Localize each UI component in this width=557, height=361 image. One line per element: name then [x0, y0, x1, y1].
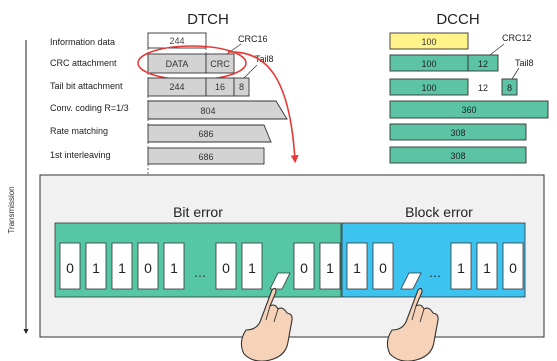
block-error-panel — [341, 222, 526, 298]
bit-error-cell — [85, 242, 107, 290]
bit-error-cell-value: 0 — [300, 260, 308, 276]
dtch-crc-crc-block — [205, 53, 235, 74]
bit-error-cell — [111, 242, 133, 290]
bit-error-error-mark — [269, 272, 291, 290]
dtch-interleave-value: 686 — [198, 152, 213, 162]
bit-error-cell — [319, 242, 341, 290]
dtch-rate-block — [147, 124, 272, 143]
block-error-title: Block error — [405, 204, 473, 220]
dcch-crc12-label: CRC12 — [502, 33, 532, 43]
bit-error-cell — [137, 242, 159, 290]
block-error-cell — [450, 242, 472, 290]
bit-error-arrow — [227, 51, 299, 164]
row-label-rate-matching: Rate matching — [50, 126, 108, 136]
dtch-conv-block — [147, 100, 288, 120]
dtch-tail-tail-block — [233, 77, 250, 97]
bit-error-cell-value: … — [194, 265, 207, 280]
dtch-tail-data-value: 244 — [169, 82, 184, 92]
bit-error-cell-value: 0 — [222, 260, 230, 276]
block-error-cell-value: … — [429, 265, 442, 280]
dcch-info-block — [389, 32, 469, 50]
dcch-interleave-value: 308 — [450, 151, 465, 161]
dcch-header: DCCH — [436, 11, 479, 28]
block-error-cell — [502, 242, 524, 290]
dcch-rate-value: 308 — [450, 128, 465, 138]
block-error-cell — [346, 242, 368, 290]
dcch-info-value: 100 — [421, 37, 436, 47]
dtch-crc-crc-label: CRC — [210, 59, 230, 69]
block-error-error-mark — [400, 272, 422, 290]
dtch-rate-value: 686 — [198, 129, 213, 139]
dcch-crc-crc-block — [467, 54, 499, 72]
bit-error-cell — [293, 242, 315, 290]
dcch-crc-data-value: 100 — [421, 59, 436, 69]
dcch-tail-crc-value: 12 — [478, 83, 488, 93]
dcch-rate-block — [389, 123, 527, 141]
dcch-tail-data-block — [389, 78, 469, 96]
row-label-tail-bit-attachment: Tail bit attachment — [50, 81, 123, 91]
dtch-tail-tail-value: 8 — [239, 82, 244, 92]
dcch-tail-tail-value: 8 — [507, 83, 512, 93]
dcch-tail-tail-block — [501, 78, 518, 96]
dtch-tail-crc-value: 16 — [215, 82, 225, 92]
dtch-tail8-label: Tail8 — [255, 54, 274, 64]
dtch-tail8-leader — [243, 64, 258, 79]
bit-error-cell-value: 1 — [170, 260, 178, 276]
dtch-conv-value: 804 — [200, 106, 215, 116]
dtch-crc16-label: CRC16 — [238, 34, 268, 44]
pointing-hand-icon — [386, 287, 439, 361]
block-error-cell-value: 0 — [509, 260, 517, 276]
dcch-interleave-block — [389, 146, 527, 164]
row-label-conv-coding: Conv. coding R=1/3 — [50, 103, 129, 113]
bit-error-cell — [215, 242, 237, 290]
transmission-label: Transmission — [7, 186, 16, 233]
dtch-crc-data-label: DATA — [166, 59, 189, 69]
dtch-header: DTCH — [187, 11, 229, 28]
dcch-crc12-leader — [489, 43, 505, 56]
bit-error-cell-value: 1 — [326, 260, 334, 276]
block-error-cell — [372, 242, 394, 290]
dtch-interleave-block — [147, 147, 265, 165]
dtch-info-value: 244 — [169, 36, 184, 46]
block-error-cell-value: 0 — [379, 260, 387, 276]
bit-error-cell-value: 1 — [248, 260, 256, 276]
bit-error-cell-value: 0 — [66, 260, 74, 276]
block-error-cell-value: 1 — [457, 260, 465, 276]
bit-error-cell-value: 0 — [144, 260, 152, 276]
bit-error-cell-value: 1 — [118, 260, 126, 276]
block-error-cell — [476, 242, 498, 290]
pointing-hand-icon — [240, 287, 293, 361]
dtch-info-block — [147, 32, 207, 49]
bit-error-cells: 0 1 1 0 1 … 0 1 0 1 — [59, 242, 341, 290]
dcch-tail8-leader — [511, 67, 520, 80]
bit-error-cell-value: 1 — [92, 260, 100, 276]
block-error-cell-value: 1 — [483, 260, 491, 276]
dcch-conv-block — [389, 100, 549, 119]
bit-error-cell — [163, 242, 185, 290]
bit-error-cell — [59, 242, 81, 290]
bit-error-title: Bit error — [173, 204, 223, 220]
block-error-cells: 1 0 … 1 1 0 — [346, 242, 524, 290]
row-label-crc-attachment: CRC attachment — [50, 58, 117, 68]
row-label-information-data: Information data — [50, 37, 115, 47]
dcch-crc-crc-value: 12 — [478, 59, 488, 69]
dcch-tail8-label: Tail8 — [515, 58, 534, 68]
dcch-conv-value: 360 — [461, 105, 476, 115]
dcch-tail-data-value: 100 — [421, 83, 436, 93]
block-error-cell-value: 1 — [353, 260, 361, 276]
bit-error-cell — [241, 242, 263, 290]
row-label-1st-interleaving: 1st interleaving — [50, 150, 111, 160]
